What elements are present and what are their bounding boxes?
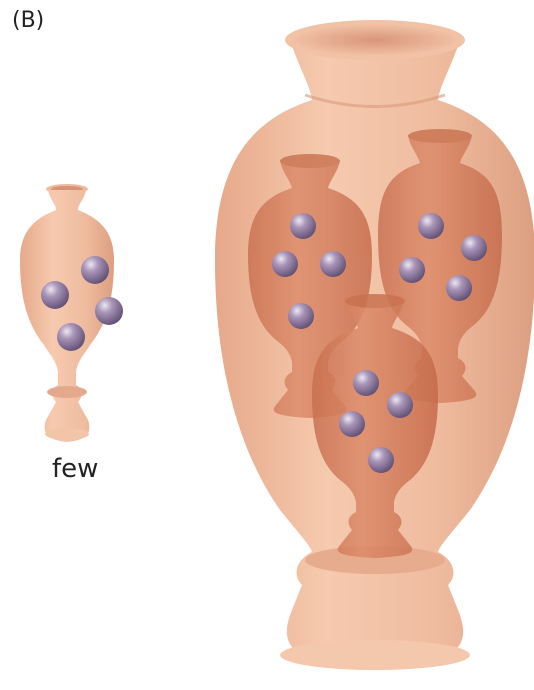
ball <box>290 213 316 239</box>
ball <box>272 251 298 277</box>
ball <box>446 275 472 301</box>
ball <box>57 323 85 351</box>
ball <box>339 411 365 437</box>
ball <box>387 392 413 418</box>
large-vase <box>215 20 534 670</box>
ball <box>320 251 346 277</box>
small-vase-caption: few <box>52 454 98 484</box>
small-vase-foot <box>45 428 89 440</box>
small-vase-ring <box>47 386 87 398</box>
large-vase-mouth <box>295 25 455 55</box>
inner-vase-left-rim <box>280 154 340 168</box>
inner-vase-front-rim <box>345 294 405 308</box>
ball <box>461 235 487 261</box>
panel-label: (B) <box>12 8 44 33</box>
ball <box>81 256 109 284</box>
ball <box>353 370 379 396</box>
ball <box>399 257 425 283</box>
inner-vase-right-rim <box>408 129 472 143</box>
large-vase-foot <box>280 640 470 670</box>
ball <box>288 303 314 329</box>
ball <box>368 447 394 473</box>
small-vase <box>20 184 123 442</box>
ball <box>41 281 69 309</box>
ball <box>95 297 123 325</box>
ball <box>418 213 444 239</box>
